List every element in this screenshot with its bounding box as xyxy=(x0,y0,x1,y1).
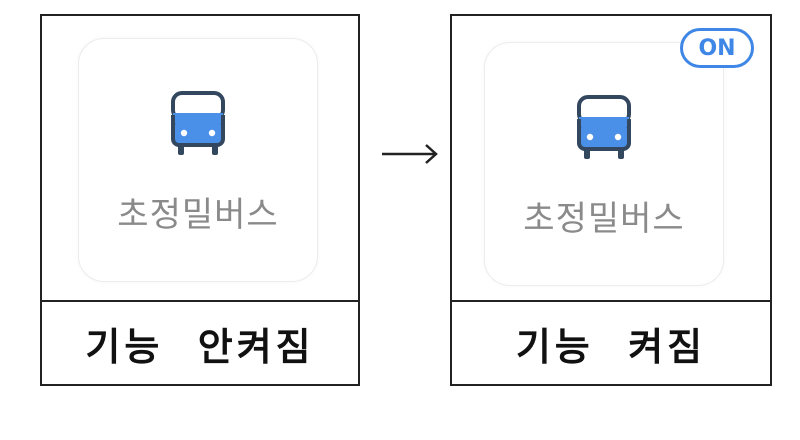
bus-app-tile[interactable]: 초정밀버스 xyxy=(78,38,318,282)
app-label: 초정밀버스 xyxy=(117,195,279,235)
bus-icon xyxy=(171,91,225,155)
feature-off-panel: 초정밀버스 기능 안켜짐 xyxy=(40,14,360,386)
app-label: 초정밀버스 xyxy=(523,199,685,239)
divider xyxy=(452,300,770,302)
tile-area: 초정밀버스 xyxy=(42,16,358,300)
divider xyxy=(42,300,358,302)
bus-app-tile[interactable]: 초정밀버스 xyxy=(484,42,724,286)
caption-feature-on: 기능 켜짐 xyxy=(515,324,707,369)
right-arrow-icon xyxy=(382,144,438,164)
tile-area: 초정밀버스 ON xyxy=(452,16,770,300)
on-status-badge: ON xyxy=(680,28,754,68)
bus-icon xyxy=(577,95,631,159)
feature-on-panel: 초정밀버스 ON 기능 켜짐 xyxy=(450,14,772,386)
caption-feature-off: 기능 안켜짐 xyxy=(85,324,315,369)
